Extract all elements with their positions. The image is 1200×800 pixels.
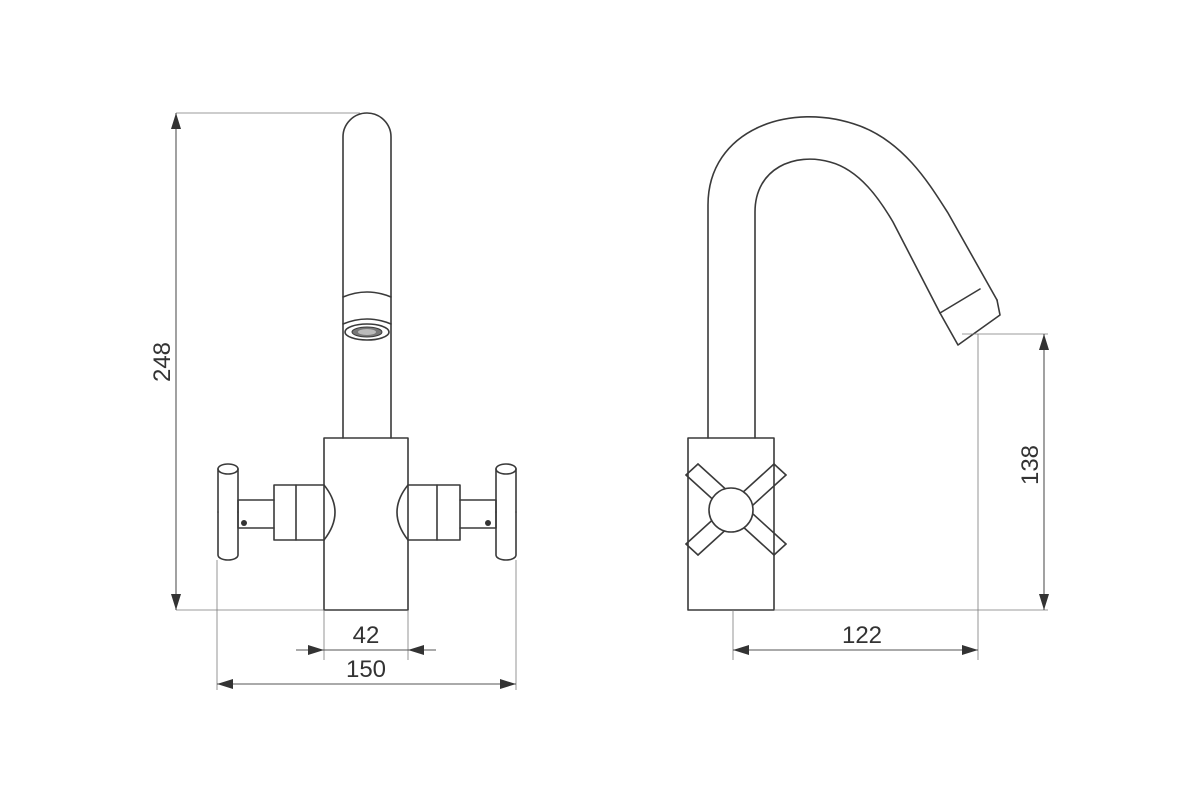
right-valve (396, 463, 517, 561)
overall-height-label: 248 (149, 342, 176, 382)
side-spout-outer (707, 116, 998, 439)
body-width-label: 42 (353, 622, 380, 649)
body-width-dimension: 42 (296, 622, 436, 655)
overall-width-dimension: 150 (217, 656, 516, 689)
overall-width-label: 150 (346, 656, 386, 683)
outlet-height-dimension: 138 (1017, 334, 1049, 610)
cross-handle (685, 463, 787, 556)
side-extension-lines (732, 333, 1048, 660)
side-view: 138 122 (685, 116, 1049, 660)
front-extension-lines (176, 112, 517, 690)
side-body (687, 437, 775, 611)
front-aerator-band (342, 291, 392, 325)
side-spout-inner (754, 158, 941, 439)
front-body (323, 437, 409, 611)
spout-reach-dimension: 122 (733, 622, 978, 655)
aerator-outlet (344, 323, 390, 341)
front-spout-tube (342, 112, 392, 439)
outlet-height-label: 138 (1017, 445, 1044, 485)
left-valve (217, 463, 336, 561)
spout-reach-label: 122 (842, 622, 882, 649)
overall-height-dimension: 248 (149, 113, 181, 610)
side-aerator-tip (939, 288, 1001, 346)
front-view: 248 42 150 (149, 112, 517, 690)
